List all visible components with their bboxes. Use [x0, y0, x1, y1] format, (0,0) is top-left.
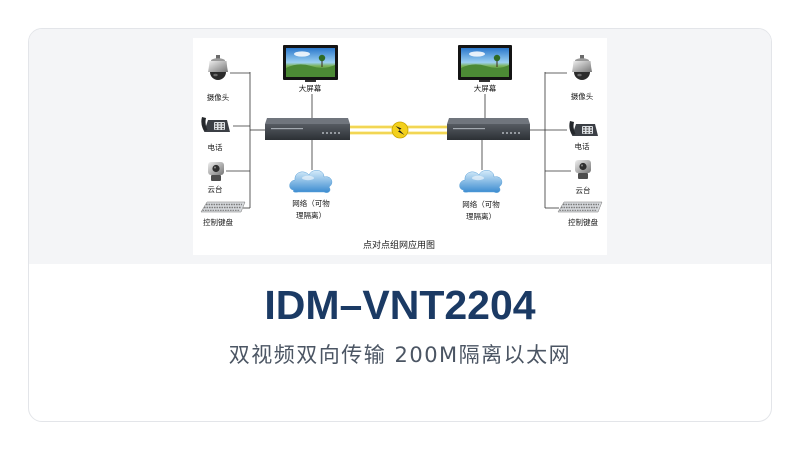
keyboard-icon: [557, 201, 603, 213]
monitor-icon: [283, 45, 338, 82]
right-network-label-line1: 网络（可物: [462, 199, 500, 209]
fiber-link: [350, 121, 447, 139]
left-phone-label: 电话: [208, 142, 223, 152]
product-media: 摄像头: [29, 29, 771, 264]
cloud-icon: [289, 170, 333, 193]
camera-icon: [208, 55, 228, 80]
ptz-icon: [575, 160, 591, 179]
camera-icon: [572, 55, 592, 80]
product-card[interactable]: 摄像头: [28, 28, 772, 422]
fiber-link-icon: [391, 121, 409, 139]
network-diagram-image: 摄像头: [193, 38, 607, 255]
phone-icon: [201, 117, 230, 132]
network-diagram: 摄像头: [200, 45, 603, 251]
right-connection-lines: [481, 72, 571, 209]
phone-icon: [569, 121, 598, 136]
left-connection-lines: [226, 72, 313, 209]
left-screen-label: 大屏幕: [299, 83, 322, 93]
right-screen-label: 大屏幕: [474, 83, 497, 93]
right-network-label-line2: 理隔离）: [466, 211, 496, 221]
transmitter-box: [265, 118, 350, 140]
diagram-caption: 点对点组网应用图: [363, 239, 435, 251]
monitor-icon: [458, 45, 512, 82]
left-network-label-line2: 理隔离）: [296, 210, 326, 220]
cloud-icon: [459, 170, 503, 193]
left-network-label-line1: 网络（可物: [292, 198, 330, 208]
product-model-title: IDM–VNT2204: [264, 282, 536, 328]
right-phone-label: 电话: [575, 141, 590, 151]
product-tagline: 双视频双向传输 200M隔离以太网: [228, 343, 572, 367]
right-ptz-label: 云台: [576, 185, 591, 195]
keyboard-icon: [200, 201, 246, 213]
left-keyboard-label: 控制键盘: [203, 217, 233, 227]
left-camera-label: 摄像头: [207, 92, 230, 102]
left-ptz-label: 云台: [208, 184, 223, 194]
right-camera-label: 摄像头: [571, 91, 594, 101]
ptz-icon: [208, 162, 224, 181]
transmitter-box: [447, 118, 530, 140]
right-keyboard-label: 控制键盘: [568, 217, 598, 227]
